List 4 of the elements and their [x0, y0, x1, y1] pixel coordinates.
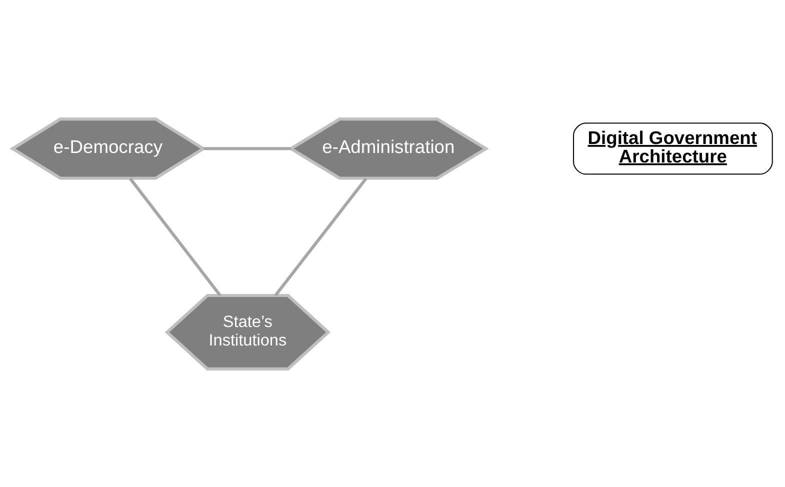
connector	[274, 177, 368, 296]
connector	[128, 177, 222, 296]
node-box: Digital Government Architecture	[573, 122, 773, 174]
connector	[204, 146, 291, 150]
